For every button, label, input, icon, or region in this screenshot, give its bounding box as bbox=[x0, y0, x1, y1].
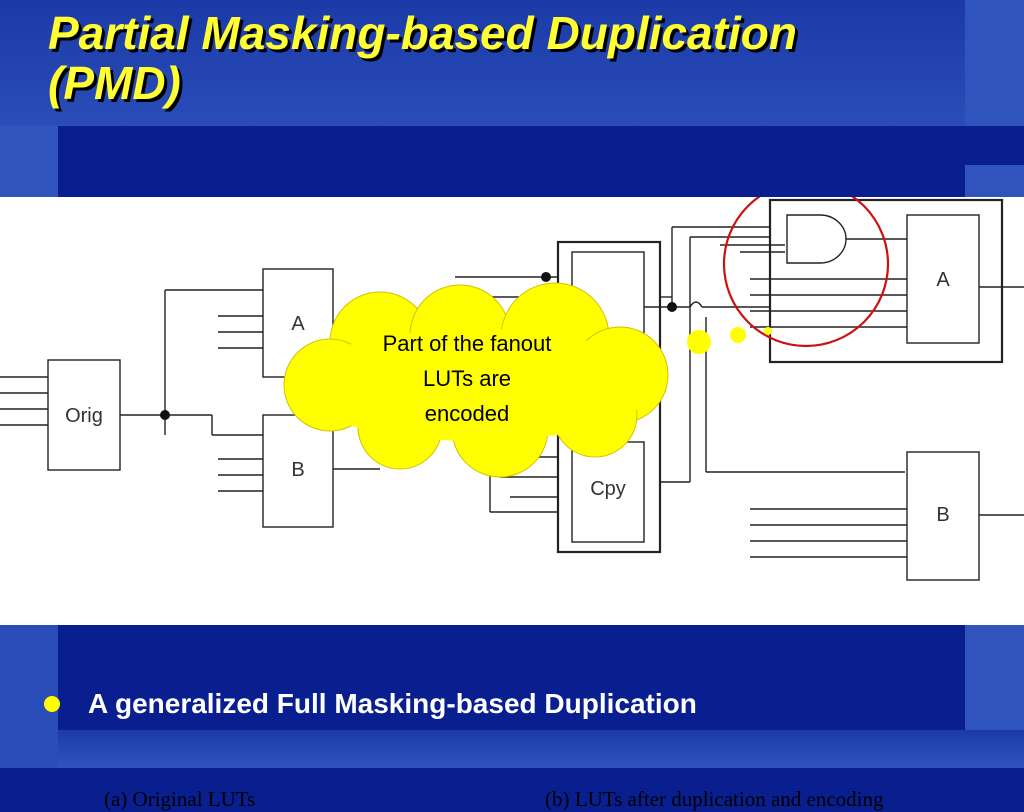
cpy-lut-box bbox=[571, 441, 645, 543]
junction-dot bbox=[667, 302, 677, 312]
background-block-right-top bbox=[965, 0, 1024, 126]
encoded-b-input-wires bbox=[750, 508, 907, 558]
and-gate-shape bbox=[786, 214, 847, 264]
callout-cloud bbox=[283, 282, 669, 478]
background-block-left bbox=[0, 126, 58, 197]
background-block-right-bottom bbox=[965, 625, 1024, 730]
title-line-1: Partial Masking-based Duplication bbox=[48, 7, 797, 59]
a-label-original: A bbox=[291, 313, 305, 335]
background-band-top bbox=[0, 0, 965, 126]
caption-duplicated-luts: (b) LUTs after duplication and encoding bbox=[545, 787, 884, 811]
callout-line-3: encoded bbox=[425, 401, 509, 426]
orig-input-wires bbox=[0, 376, 48, 426]
title-line-2: (PMD) bbox=[48, 57, 181, 109]
cpy-label: Cpy bbox=[590, 478, 626, 500]
lut-diagram-figure: Orig A B Cpy A B Part of the fanout LUTs… bbox=[0, 197, 1024, 811]
callout-line-2: LUTs are bbox=[423, 366, 511, 391]
bullet-text: A generalized Full Masking-based Duplica… bbox=[88, 688, 697, 719]
b-label-encoded: B bbox=[936, 504, 949, 526]
b-input-wires bbox=[218, 458, 263, 492]
callout-tail bbox=[687, 327, 772, 354]
bullet-dot-icon bbox=[44, 696, 60, 712]
highlight-circle bbox=[722, 197, 890, 348]
b-lut-box-original bbox=[262, 414, 334, 528]
background-band-bottom bbox=[58, 730, 1024, 768]
and-gate-input-wires bbox=[720, 244, 785, 253]
slide-title: Partial Masking-based Duplication (PMD) bbox=[48, 8, 968, 108]
junction-dot bbox=[541, 272, 551, 282]
a-input-wires bbox=[218, 315, 263, 349]
orig-label: Orig bbox=[65, 405, 103, 427]
caption-original-luts: (a) Original LUTs bbox=[104, 787, 256, 811]
orig-fanout-wires bbox=[120, 289, 263, 436]
background-block-right-mid bbox=[965, 165, 1024, 197]
callout-line-1: Part of the fanout bbox=[383, 331, 552, 356]
a-label-encoded: A bbox=[936, 269, 950, 291]
a-lut-box-encoded bbox=[906, 214, 980, 344]
b-lut-box-encoded bbox=[906, 451, 980, 581]
b-label-original: B bbox=[291, 459, 304, 481]
lut-diagram: Orig A B Cpy A B Part of the fanout LUTs… bbox=[0, 197, 1024, 581]
junction-dot bbox=[160, 410, 170, 420]
